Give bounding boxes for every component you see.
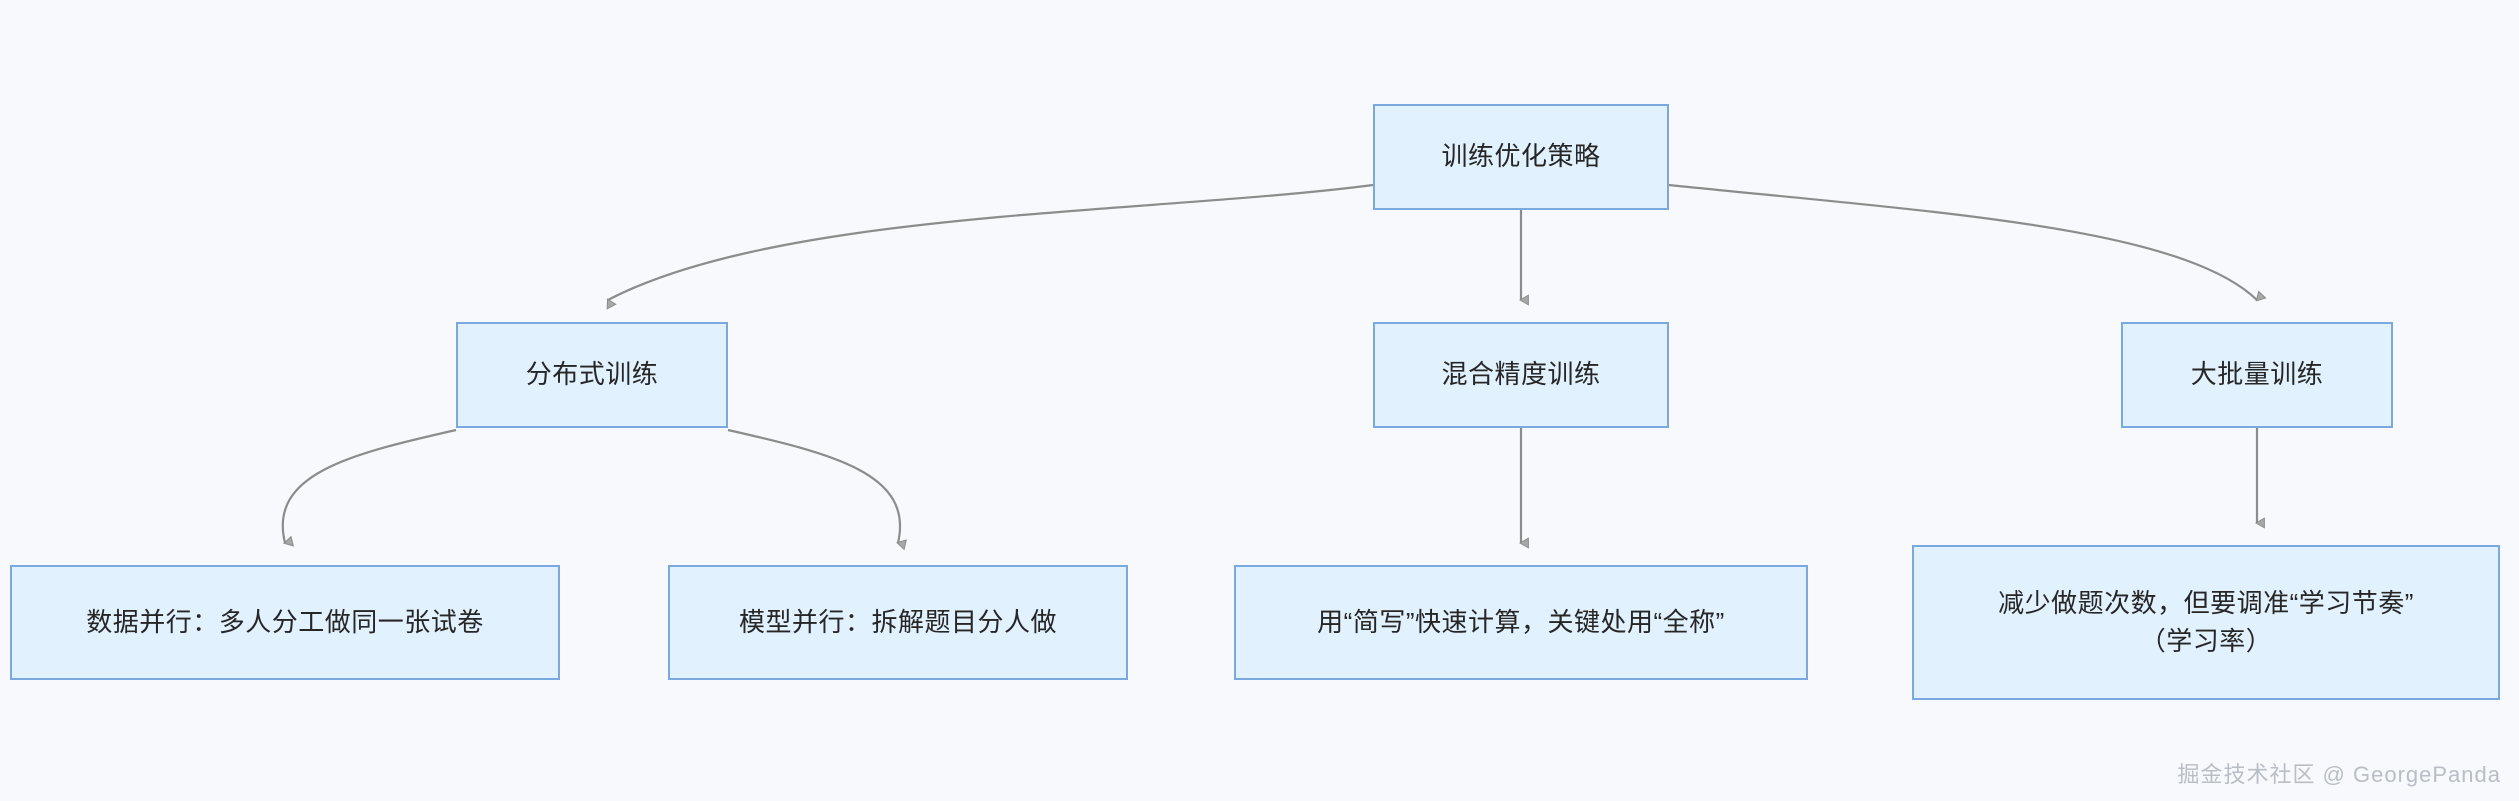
node-amp-detail-label: 用“简写”快速计算，关键处用“全称” [1317,606,1725,637]
node-learning-rate-detail-label: 减少做题次数，但要调准“学习节奏” （学习率） [1998,587,2414,656]
node-distributed-training-label: 分布式训练 [525,359,659,390]
node-mixed-precision-training-label: 混合精度训练 [1441,359,1601,390]
node-root-label: 训练优化策略 [1441,141,1601,172]
node-large-batch-training[interactable]: 大批量训练 [2121,322,2393,428]
node-data-parallel-label: 数据并行：多人分工做同一张试卷 [86,606,484,637]
edge-root-to-large-batch [1668,183,2257,300]
edge-distributed-to-model-parallel [727,428,900,543]
node-model-parallel[interactable]: 模型并行：拆解题目分人做 [668,565,1128,680]
node-learning-rate-detail[interactable]: 减少做题次数，但要调准“学习节奏” （学习率） [1912,545,2500,700]
node-distributed-training[interactable]: 分布式训练 [456,322,728,428]
node-amp-detail[interactable]: 用“简写”快速计算，关键处用“全称” [1234,565,1808,680]
node-mixed-precision-training[interactable]: 混合精度训练 [1373,322,1669,428]
watermark: 掘金技术社区 @ GeorgePanda [2177,762,2501,787]
node-root[interactable]: 训练优化策略 [1373,104,1669,210]
node-data-parallel[interactable]: 数据并行：多人分工做同一张试卷 [10,565,560,680]
edge-distributed-to-data-parallel [281,428,457,543]
node-large-batch-training-label: 大批量训练 [2190,359,2324,390]
node-model-parallel-label: 模型并行：拆解题目分人做 [738,606,1057,637]
edge-root-to-distributed [608,183,1374,300]
